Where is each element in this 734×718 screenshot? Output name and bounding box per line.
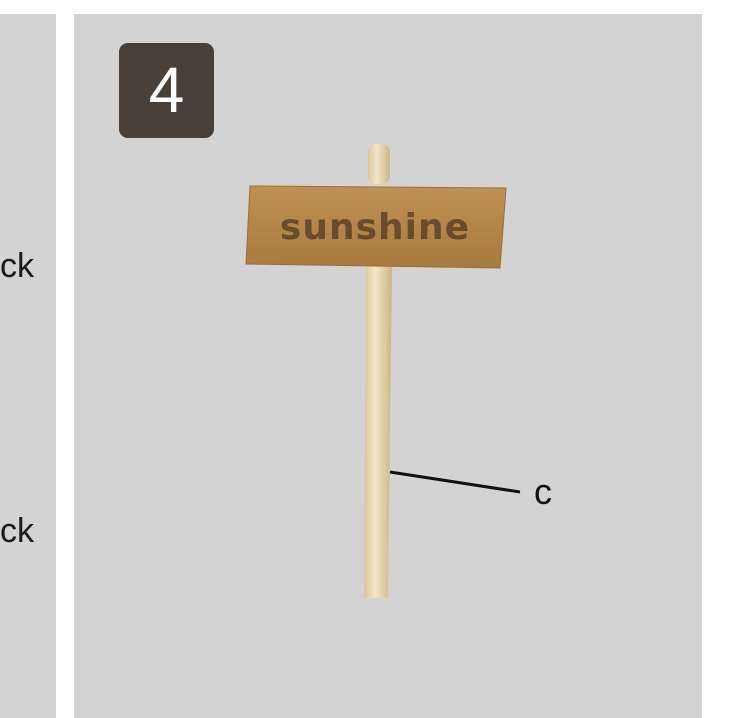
sign-illustration: sunshine [74, 14, 702, 718]
stick [364, 264, 392, 598]
left-panel-text-1: ck [0, 249, 34, 283]
left-panel-text-2: ck [0, 514, 34, 548]
callout-label: c [534, 474, 552, 510]
callout-line [390, 472, 520, 492]
step-panel: 4 sunshine c [74, 14, 702, 718]
sign-text: sunshine [280, 207, 470, 248]
stick-top [368, 144, 390, 184]
left-panel: ck ck [0, 14, 56, 718]
